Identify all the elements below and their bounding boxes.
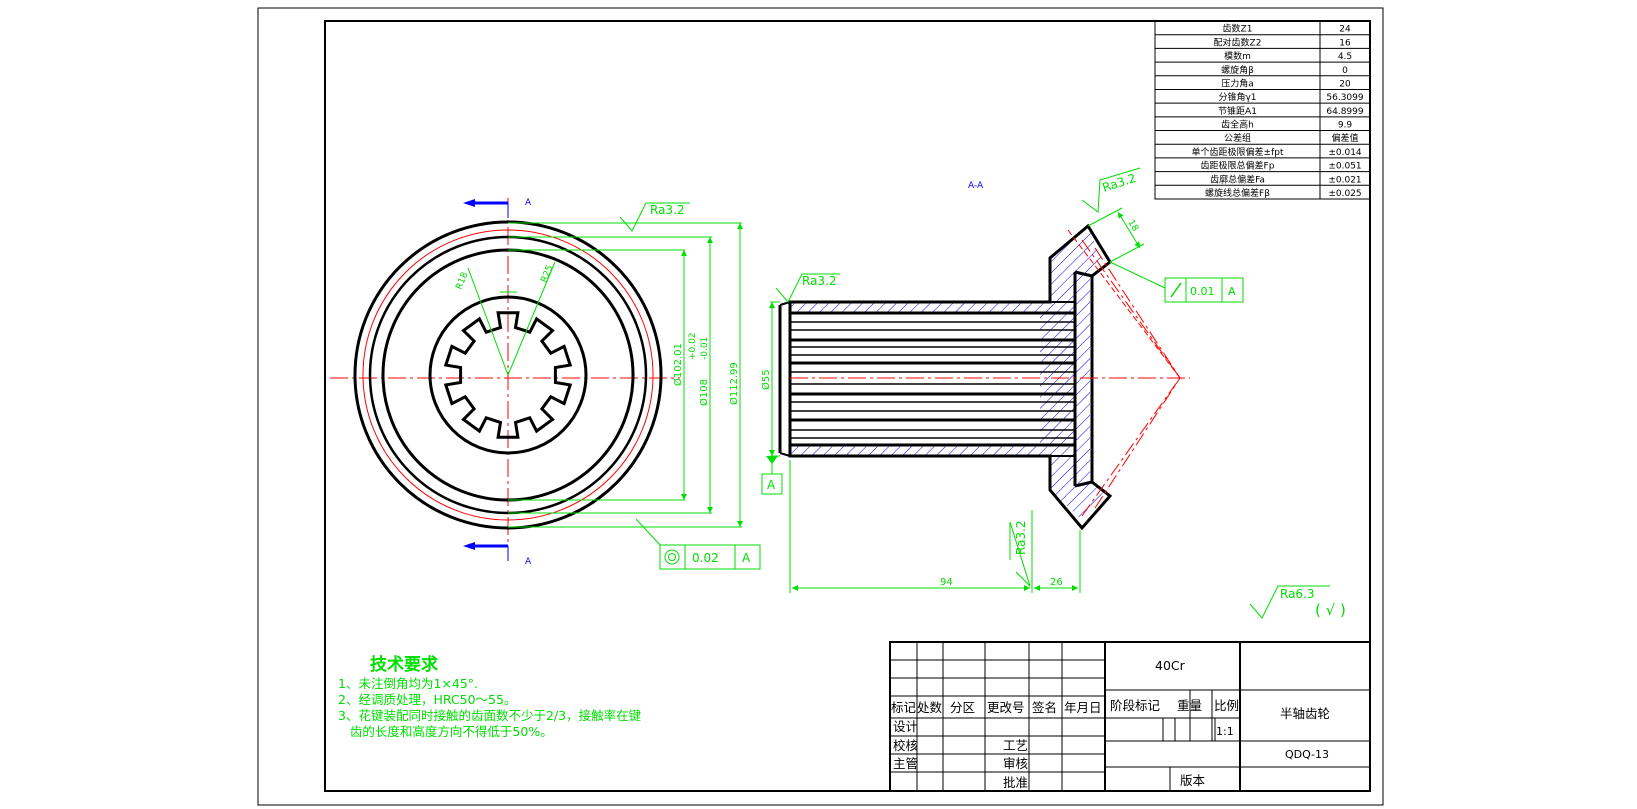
dim-d112: Ø112.99 [728, 362, 740, 405]
check: 校核 [893, 738, 919, 753]
process: 工艺 [1003, 738, 1028, 753]
roughness-cone: Ra3.2 [1101, 171, 1138, 195]
dim-94: 94 [940, 577, 953, 588]
roughness-front: Ra3.2 [650, 203, 685, 217]
end-view: R18 R25 A A Ra3.2 Ø102.01 Ø108 +0.02 -0.… [330, 198, 761, 570]
dim-d108-tol-low: -0.01 [700, 337, 710, 360]
datum-a: A [767, 478, 776, 492]
hdr-mark: 标记 [891, 700, 917, 715]
outer-border [257, 7, 1384, 806]
concentricity-value: 0.02 [692, 551, 719, 565]
dim-26: 26 [1050, 577, 1063, 588]
param-label: 齿距极限总偏差Fp [1201, 160, 1275, 172]
drawing-number: QDQ-13 [1285, 748, 1329, 761]
tech-requirements: 技术要求 1、未注倒角均为1×45°. 2、经调质处理，HRC50～55。 3、… [338, 654, 642, 739]
roughness-bottom: Ra3.2 [1014, 520, 1028, 555]
param-label: 模数m [1224, 50, 1251, 62]
param-label: 螺旋角β [1221, 64, 1254, 76]
section-title: A-A [968, 181, 984, 191]
param-value: 20 [1339, 79, 1351, 89]
runout-datum: A [1228, 285, 1236, 298]
section-view: A-A Ra3.2 Ø55 A [760, 167, 1244, 593]
tech-line-3: 3、花键装配同时接触的齿面数不少于2/3，接触率在键 [338, 708, 642, 723]
scale: 1:1 [1216, 725, 1234, 738]
param-value: 偏差值 [1331, 132, 1358, 144]
weight: 重量 [1177, 698, 1202, 713]
hdr-count: 处数 [917, 700, 943, 715]
review: 审核 [1003, 756, 1029, 771]
part-name: 半轴齿轮 [1280, 706, 1330, 721]
dim-18: 18 [1125, 218, 1140, 233]
param-value: 0 [1342, 66, 1348, 76]
param-label: 公差组 [1224, 132, 1251, 144]
title-block-text: 40Cr 半轴齿轮 QDQ-13 1:1 标记 处数 分区 更改号 签名 年月日… [891, 658, 1330, 790]
param-label: 螺旋线总偏差Fβ [1205, 187, 1270, 199]
param-value: ±0.014 [1328, 148, 1362, 158]
runout-icon [1170, 282, 1182, 298]
param-label: 配对齿数Z2 [1214, 36, 1262, 48]
param-label: 单个齿距极限偏差±fpt [1192, 146, 1284, 158]
approve: 批准 [1003, 775, 1028, 790]
stage-mark: 阶段标记 [1110, 698, 1161, 713]
hdr-zone: 分区 [950, 700, 975, 715]
roughness-overall-suffix: ( √ ) [1315, 601, 1346, 619]
param-label: 分锥角γ1 [1218, 91, 1256, 103]
section-mark-top: A [525, 198, 532, 208]
param-value: 56.3099 [1326, 93, 1363, 103]
dim-d108: Ø108 [698, 379, 710, 406]
roughness-overall: Ra6.3 [1280, 587, 1315, 601]
edition: 版本 [1180, 773, 1206, 788]
tech-line-1: 1、未注倒角均为1×45°. [338, 676, 478, 691]
r25-label: R25 [540, 264, 556, 284]
dim-d108-tol-up: +0.02 [688, 332, 698, 360]
param-value: 9.9 [1338, 121, 1353, 131]
hdr-sign: 签名 [1032, 700, 1057, 715]
internal-spline [443, 311, 573, 439]
title-block [889, 641, 1371, 792]
dim-d55: Ø55 [760, 369, 772, 390]
chief: 主管 [893, 756, 918, 771]
inner-border [324, 20, 1371, 792]
param-value: ±0.021 [1328, 175, 1361, 185]
concentricity-datum: A [742, 551, 751, 565]
r18-label: R18 [455, 271, 471, 291]
tech-line-4: 齿的长度和高度方向不得低于50%。 [338, 724, 553, 739]
param-label: 齿全高h [1221, 119, 1254, 131]
tech-line-2: 2、经调质处理，HRC50～55。 [338, 692, 516, 707]
overall-roughness: Ra6.3 ( √ ) [1249, 585, 1346, 619]
parameter-table: 齿数Z1 24 配对齿数Z2 16 模数m 4.5 螺旋角β 0 压力角a 20 分锥角γ1 56.3… [1154, 20, 1371, 200]
param-label: 齿廓总偏差Fa [1210, 173, 1265, 185]
section-mark-bottom: A [525, 557, 532, 567]
dim-d102: Ø102.01 [672, 343, 684, 386]
hdr-date: 年月日 [1064, 700, 1102, 715]
concentricity-icon [664, 549, 680, 565]
hdr-change: 更改号 [987, 700, 1025, 715]
param-value: 16 [1339, 38, 1351, 48]
param-value: 64.8999 [1326, 107, 1363, 117]
design: 设计 [893, 719, 918, 734]
param-label: 齿数Z1 [1223, 23, 1253, 35]
param-value: ±0.025 [1328, 189, 1361, 199]
ratio: 比例 [1214, 698, 1239, 713]
param-value: ±0.051 [1328, 162, 1361, 172]
param-value: 4.5 [1338, 52, 1352, 62]
material: 40Cr [1155, 658, 1186, 673]
param-value: 24 [1339, 25, 1351, 35]
tech-title: 技术要求 [370, 654, 438, 675]
runout-value: 0.01 [1190, 285, 1215, 298]
param-label: 压力角a [1221, 77, 1254, 89]
param-label: 节锥距A1 [1218, 105, 1257, 117]
roughness-shaft: Ra3.2 [802, 274, 837, 288]
